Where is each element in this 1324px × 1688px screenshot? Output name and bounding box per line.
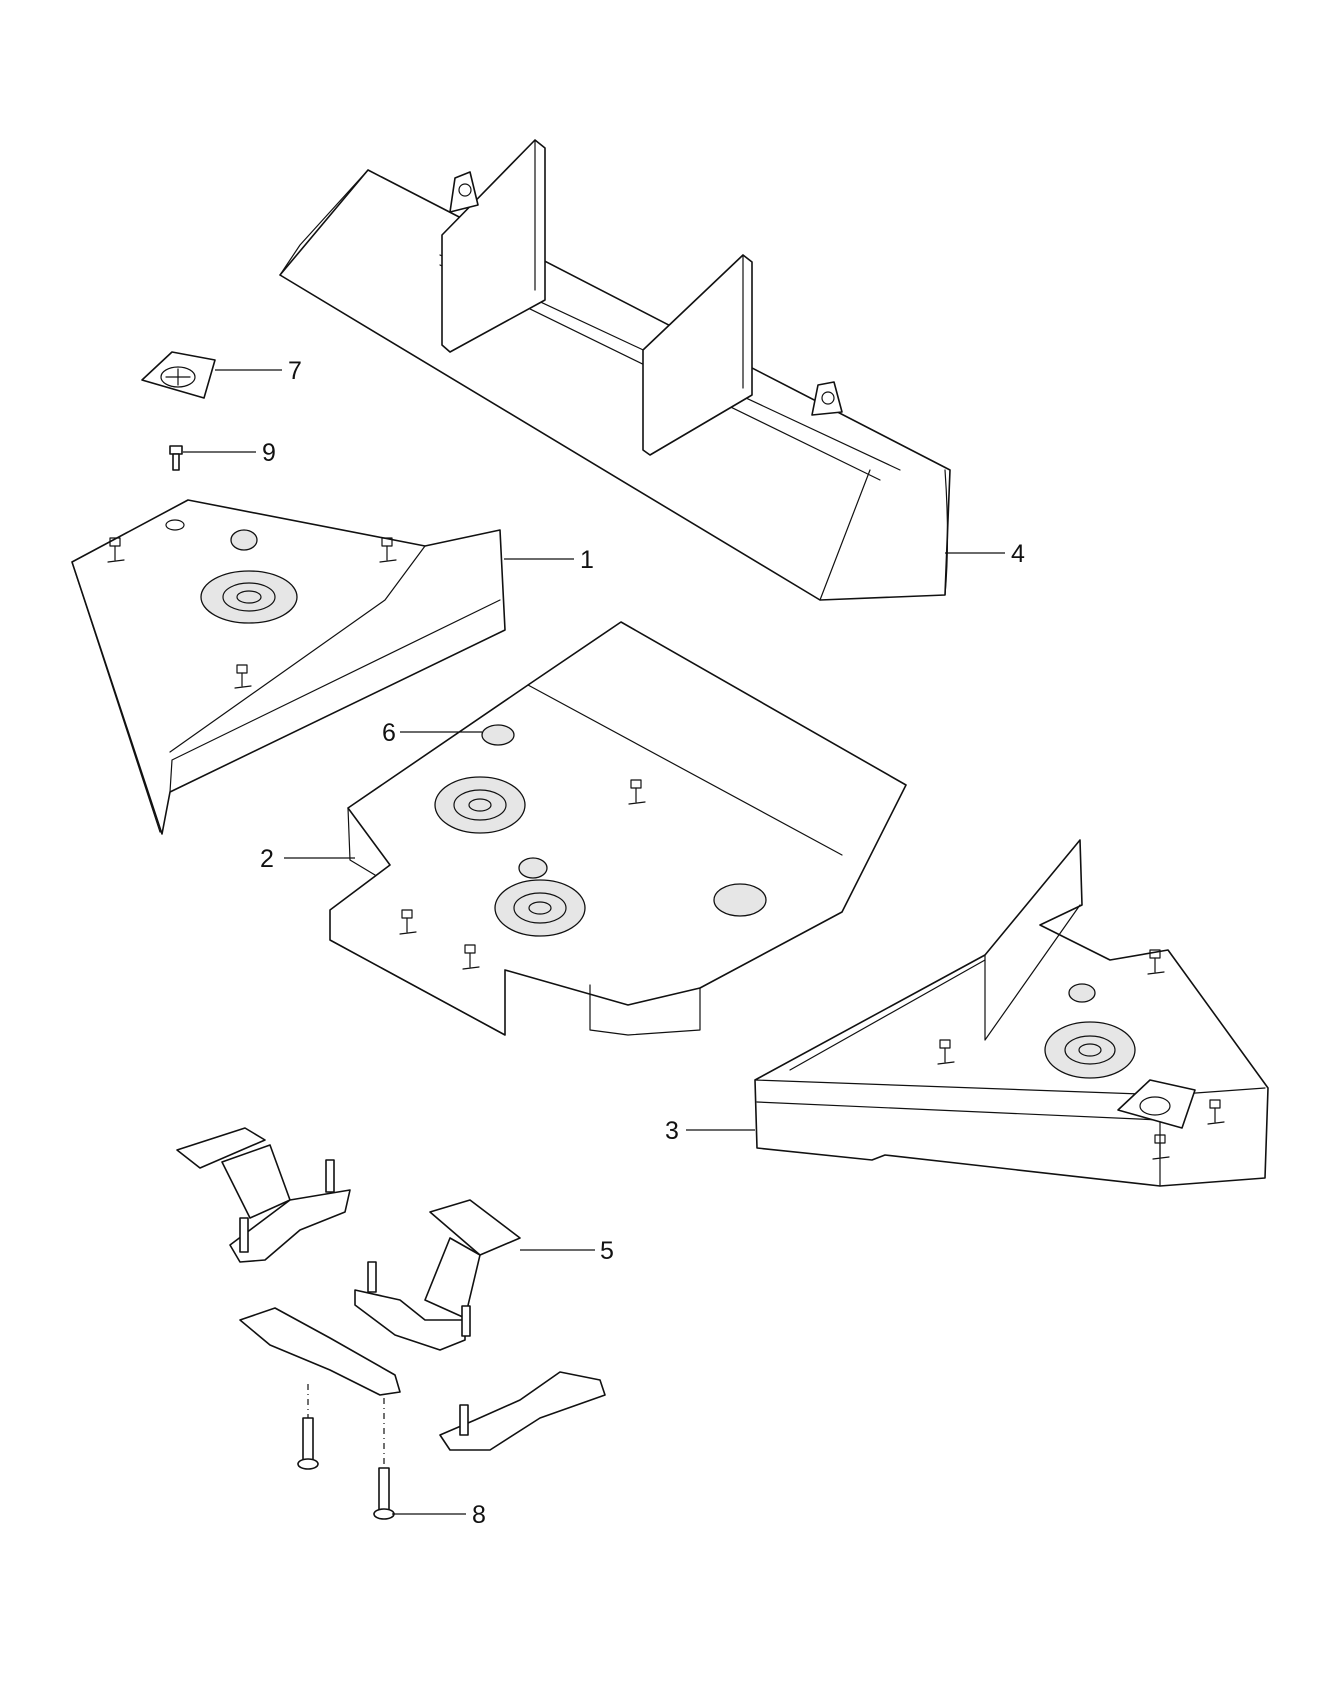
part-9-bolt: [169, 445, 183, 471]
callout-7: 7: [288, 357, 302, 385]
callout-leaders: [183, 369, 1005, 1515]
callout-9: 9: [262, 439, 276, 467]
callout-6: 6: [382, 719, 396, 747]
part-8-bolts: [297, 1384, 395, 1520]
part-7-decal-plate: [141, 351, 216, 399]
callout-8: 8: [472, 1501, 486, 1529]
callout-3: 3: [665, 1117, 679, 1145]
part-4-front-shield: [279, 139, 951, 601]
part-1-left-deck-panel: [71, 499, 506, 835]
callout-2: 2: [260, 845, 274, 873]
callout-1: 1: [580, 546, 594, 574]
part-3-right-deck-panel: [754, 839, 1269, 1187]
part-2-center-deck-panel: [329, 621, 907, 1036]
callout-4: 4: [1011, 540, 1025, 568]
part-5-bracket-set: [176, 1127, 606, 1451]
callout-5: 5: [600, 1237, 614, 1265]
